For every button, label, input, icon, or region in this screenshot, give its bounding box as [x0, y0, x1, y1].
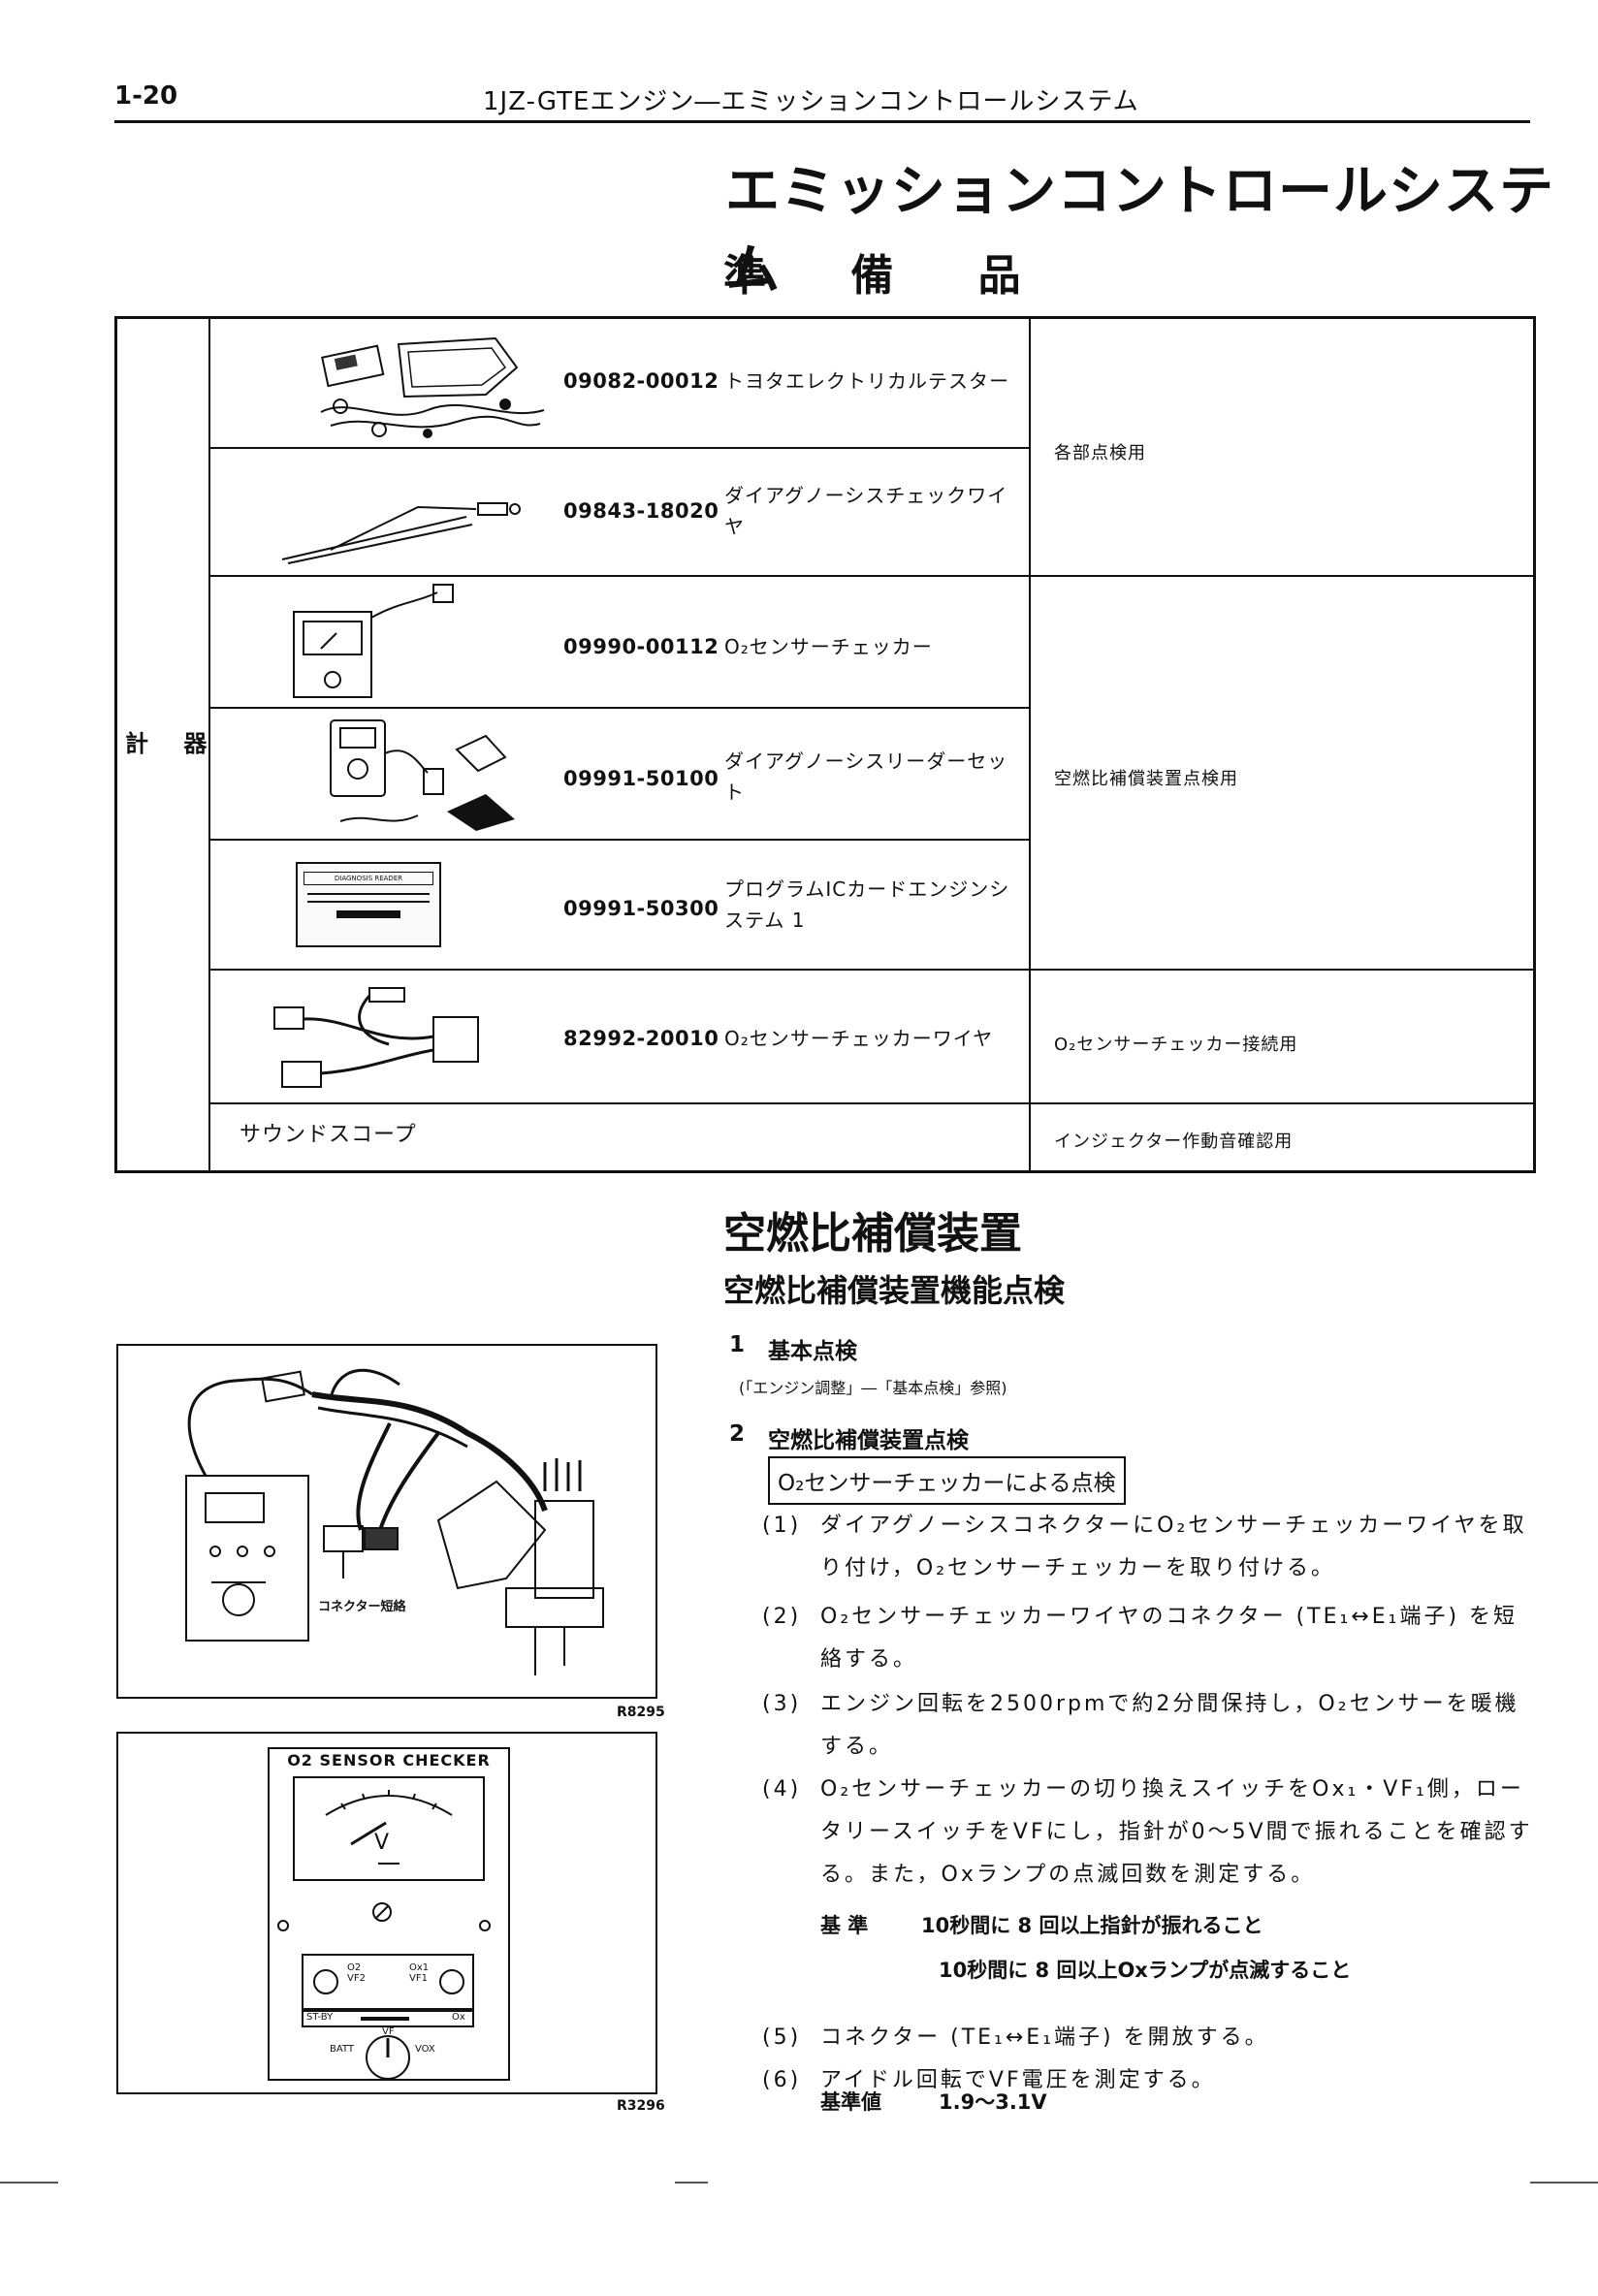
scan-mark: [675, 2182, 708, 2184]
batt-label: BATT: [330, 2044, 354, 2055]
checker-title: O2 SENSOR CHECKER: [287, 1751, 491, 1770]
procedure-text: コネクター (TE₁↔E₁端子) を開放する。: [820, 2025, 1269, 2050]
switch-o2-label: O2: [347, 1962, 362, 1973]
procedure-text: エンジン回転を2500rpmで約2分間保持し，O₂センサーを暖機する。: [820, 1692, 1519, 1759]
procedure-number: (5): [762, 2025, 802, 2050]
electrical-tester-illustration: [320, 336, 545, 438]
procedure-number: (6): [762, 2068, 802, 2092]
standard-value-label: 基準値: [820, 2090, 881, 2114]
purpose-text: O₂センサーチェッカー接続用: [1054, 1035, 1298, 1055]
figure-code: R8295: [617, 1705, 665, 1720]
meter-unit: V: [374, 1831, 390, 1855]
step-number: 2: [729, 1421, 746, 1447]
table-divider: [1029, 319, 1031, 1170]
part-name: プログラムICカードエンジンシステム 1: [724, 877, 1010, 932]
diagnosis-reader-illustration: [330, 719, 515, 831]
part-number: 09082-00012: [563, 369, 719, 393]
checker-panel: [268, 1747, 510, 2081]
part-name: ダイアグノーシスチェックワイヤ: [724, 484, 1008, 538]
part-name: ダイアグノーシスリーダーセット: [724, 749, 1008, 804]
standard-value: 1.9～3.1V: [939, 2090, 1047, 2114]
switch-vf2-label: VF2: [347, 1973, 366, 1984]
standard-line: 10秒間に 8 回以上指針が振れること: [921, 1914, 1263, 1937]
procedure-text: O₂センサーチェッカーワイヤのコネクター (TE₁↔E₁端子) を短絡する。: [820, 1605, 1518, 1672]
o2-checker-illustration: [293, 584, 454, 698]
part-number: 09991-50100: [563, 767, 719, 790]
step-title: 基本点検: [768, 1339, 857, 1364]
part-number: 09843-18020: [563, 499, 719, 523]
procedure-text: アイドル回転でVF電圧を測定する。: [820, 2068, 1216, 2092]
part-name: O₂センサーチェッカー: [724, 635, 933, 658]
part-number: 09990-00112: [563, 635, 719, 658]
procedure-number: (4): [762, 1777, 802, 1802]
connector-diagram: [185, 1368, 604, 1675]
boxed-heading: O₂センサーチェッカーによる点検: [768, 1456, 1126, 1505]
purpose-text: インジェクター作動音確認用: [1054, 1132, 1294, 1152]
running-title: 1JZ-GTEエンジン―エミッションコントロールシステム: [483, 87, 1139, 116]
standby-label: ST-BY: [306, 2012, 334, 2023]
switch-ox1-label: Ox1: [409, 1962, 430, 1973]
card-label: DIAGNOSIS READER: [304, 872, 433, 885]
standard-label: 基 準: [820, 1914, 869, 1937]
procedure-number: (1): [762, 1514, 802, 1538]
vox-label: VOX: [415, 2044, 435, 2055]
figure-code: R3296: [617, 2098, 665, 2114]
figure-connector: コネクター短絡: [116, 1344, 657, 1699]
procedure-number: (2): [762, 1605, 802, 1629]
connector-short-label: コネクター短絡: [318, 1600, 406, 1614]
table-divider: [208, 319, 210, 1170]
checker-wire-illustration: [273, 987, 479, 1088]
meter-face: [293, 1776, 485, 1881]
subtitle: 準 備 品: [723, 251, 1056, 301]
checker-controls: [277, 1902, 491, 2080]
part-name: トヨタエレクトリカルテスター: [724, 369, 1009, 393]
figure-o2-checker: O2 SENSOR CHECKER V O2 VF2 Ox1 VF1 ST-BY…: [116, 1732, 657, 2094]
reference-note: (「エンジン調整」―「基本点検」参照): [739, 1379, 1007, 1397]
purpose-text: 各部点検用: [1054, 443, 1146, 463]
equipment-table: 計 器 09082-00012 トヨタエレクトリカルテスター 各部点検用 098…: [114, 316, 1536, 1173]
part-number: 09991-50300: [563, 897, 719, 920]
check-wire-illustration: [281, 502, 521, 564]
procedure-text: ダイアグノーシスコネクターにO₂センサーチェッカーワイヤを取り付け，O₂センサー…: [820, 1514, 1527, 1580]
procedure-text: O₂センサーチェッカーの切り換えスイッチをOx₁・VF₁側，ロータリースイッチを…: [820, 1777, 1533, 1887]
switch-vf1-label: VF1: [409, 1973, 428, 1984]
header-rule: [114, 120, 1530, 123]
part-name: サウンドスコープ: [240, 1123, 417, 1147]
ox-lamp-label: Ox: [452, 2012, 465, 2023]
step-title: 空燃比補償装置点検: [768, 1428, 969, 1453]
vf-label: VF: [382, 2026, 395, 2037]
meter-scale: [325, 1790, 453, 1865]
section-title: 空燃比補償装置: [723, 1209, 1022, 1259]
scan-mark: [0, 2182, 58, 2184]
step-number: 1: [729, 1332, 746, 1357]
main-title: エミッションコントロールシステム: [725, 160, 1554, 302]
section-subtitle: 空燃比補償装置機能点検: [723, 1272, 1066, 1309]
part-number: 82992-20010: [563, 1027, 719, 1050]
standard-line: 10秒間に 8 回以上Oxランプが点滅すること: [939, 1959, 1352, 1982]
procedure-number: (3): [762, 1692, 802, 1716]
purpose-text: 空燃比補償装置点検用: [1054, 769, 1238, 789]
part-name: O₂センサーチェッカーワイヤ: [724, 1027, 994, 1050]
page-number: 1-20: [114, 81, 178, 111]
category-label: 計 器: [125, 730, 221, 757]
ic-card-illustration: DIAGNOSIS READER: [296, 862, 441, 947]
scan-mark: [1530, 2182, 1598, 2184]
